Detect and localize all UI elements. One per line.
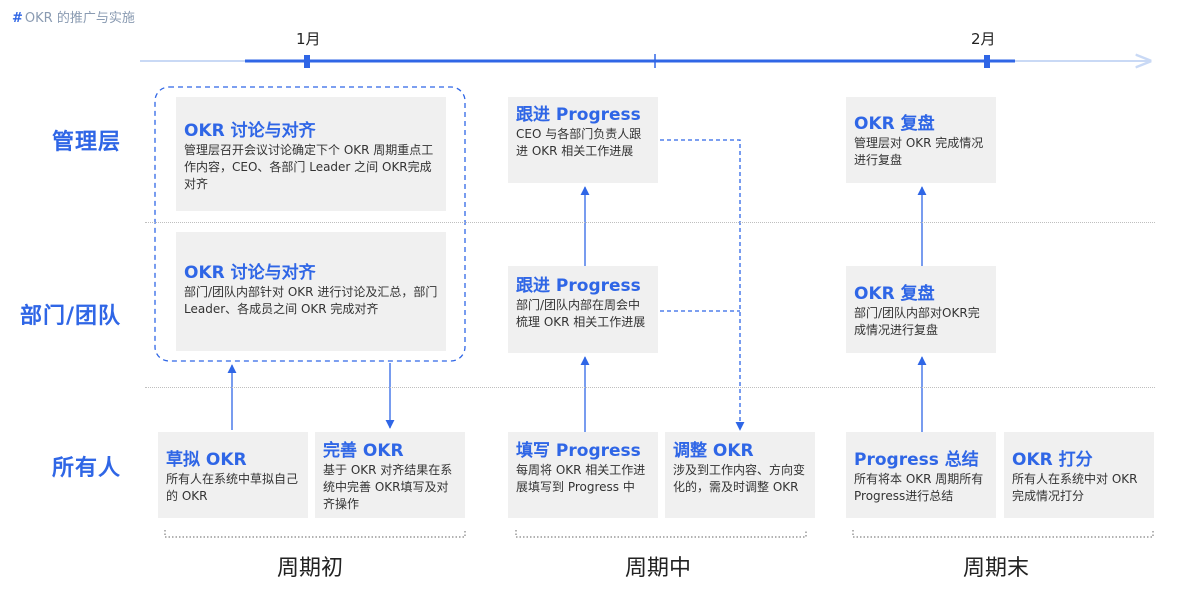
- document-title: #OKR 的推广与实施: [12, 7, 135, 26]
- card-title: OKR 复盘: [854, 284, 935, 304]
- card-title: OKR 打分: [1012, 450, 1093, 470]
- card-title: OKR 讨论与对齐: [184, 263, 316, 283]
- card-body: 所有人在系统中对 OKR 完成情况打分: [1012, 472, 1138, 503]
- card-body: 部门/团队内部在周会中梳理 OKR 相关工作进展: [516, 298, 646, 329]
- card-title: 跟进 Progress: [516, 276, 641, 296]
- card-dept-okr-review: OKR 复盘 部门/团队内部对OKR完成情况进行复盘: [846, 266, 996, 353]
- card-refine-okr: 完善 OKR 基于 OKR 对齐结果在系统中完善 OKR填写及对齐操作: [315, 432, 465, 518]
- card-progress-summary: Progress 总结 所有将本 OKR 周期所有Progress进行总结: [846, 432, 996, 518]
- phase-label-middle: 周期中: [625, 556, 692, 581]
- card-title: OKR 讨论与对齐: [184, 121, 316, 141]
- card-body: 部门/团队内部针对 OKR 进行讨论及汇总，部门Leader、各成员之间 OKR…: [184, 285, 438, 316]
- row-label-dept: 部门/团队: [20, 304, 122, 329]
- card-draft-okr: 草拟 OKR 所有人在系统中草拟自己的 OKR: [158, 432, 308, 518]
- card-mgmt-okr-alignment: OKR 讨论与对齐 管理层召开会议讨论确定下个 OKR 周期重点工作内容，CEO…: [176, 97, 446, 211]
- card-body: 所有人在系统中草拟自己的 OKR: [166, 472, 299, 503]
- card-mgmt-follow-progress: 跟进 Progress CEO 与各部门负责人跟进 OKR 相关工作进展: [508, 97, 658, 183]
- card-title: 跟进 Progress: [516, 105, 641, 125]
- lane-separator-1: [145, 222, 1155, 223]
- card-body: 每周将 OKR 相关工作进展填写到 Progress 中: [516, 463, 646, 494]
- row-label-everyone: 所有人: [52, 456, 122, 481]
- phase-bracket-end: [852, 530, 1154, 538]
- phase-label-start: 周期初: [277, 556, 344, 581]
- phase-bracket-middle: [515, 530, 807, 538]
- card-dept-okr-alignment: OKR 讨论与对齐 部门/团队内部针对 OKR 进行讨论及汇总，部门Leader…: [176, 232, 446, 351]
- card-dept-follow-progress: 跟进 Progress 部门/团队内部在周会中梳理 OKR 相关工作进展: [508, 266, 658, 353]
- alignment-group-outline: [154, 86, 466, 362]
- lane-separator-2: [145, 387, 1155, 388]
- card-title: OKR 复盘: [854, 114, 935, 134]
- month-label-feb: 2月: [971, 30, 996, 48]
- row-label-management: 管理层: [52, 130, 122, 155]
- card-mgmt-okr-review: OKR 复盘 管理层对 OKR 完成情况进行复盘: [846, 97, 996, 183]
- card-title: 填写 Progress: [516, 441, 641, 461]
- phase-label-end: 周期末: [963, 556, 1030, 581]
- card-body: 涉及到工作内容、方向变化的，需及时调整 OKR: [673, 463, 806, 494]
- title-hash: #: [12, 11, 23, 26]
- card-okr-scoring: OKR 打分 所有人在系统中对 OKR 完成情况打分: [1004, 432, 1154, 518]
- dashed-path-mgmt-to-adjust: [660, 139, 745, 431]
- card-title: 草拟 OKR: [166, 450, 247, 470]
- timeline-marker-jan: [304, 55, 310, 68]
- card-body: 部门/团队内部对OKR完成情况进行复盘: [854, 306, 980, 337]
- card-body: 管理层召开会议讨论确定下个 OKR 周期重点工作内容，CEO、各部门 Leade…: [184, 143, 434, 191]
- card-fill-progress: 填写 Progress 每周将 OKR 相关工作进展填写到 Progress 中: [508, 432, 658, 518]
- card-title: 调整 OKR: [673, 441, 754, 461]
- card-body: 所有将本 OKR 周期所有Progress进行总结: [854, 472, 984, 503]
- timeline-marker-feb: [984, 55, 990, 68]
- card-body: 基于 OKR 对齐结果在系统中完善 OKR填写及对齐操作: [323, 463, 453, 511]
- phase-bracket-start: [164, 530, 466, 538]
- month-label-jan: 1月: [296, 30, 321, 48]
- card-title: 完善 OKR: [323, 441, 404, 461]
- card-body: CEO 与各部门负责人跟进 OKR 相关工作进展: [516, 127, 642, 158]
- card-adjust-okr: 调整 OKR 涉及到工作内容、方向变化的，需及时调整 OKR: [665, 432, 815, 518]
- card-body: 管理层对 OKR 完成情况进行复盘: [854, 136, 984, 167]
- card-title: Progress 总结: [854, 450, 979, 470]
- title-text: OKR 的推广与实施: [24, 11, 135, 26]
